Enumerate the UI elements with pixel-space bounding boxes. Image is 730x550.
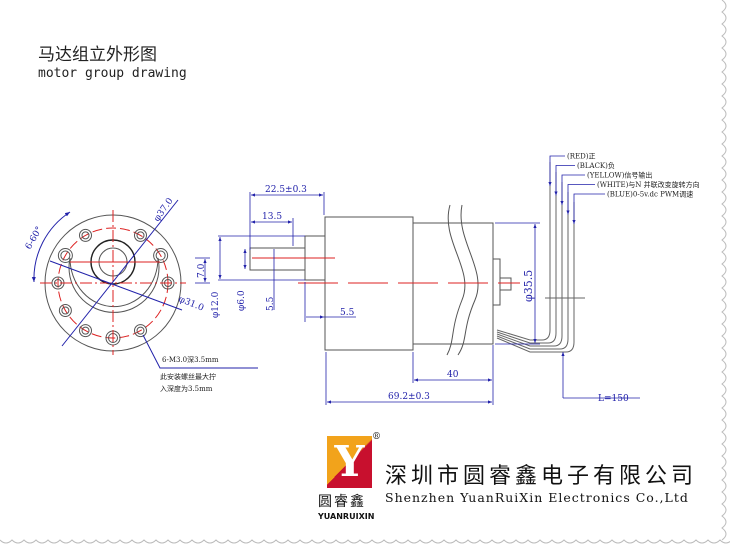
page-subtitle: motor group drawing — [38, 66, 187, 81]
company-name-en: Shenzhen YuanRuiXin Electronics Co.,Ltd — [385, 490, 689, 505]
mount-hole-inner — [136, 231, 145, 240]
front-bolt-dia-label: φ31.0 — [177, 295, 205, 314]
wire-legend: (RED)正(BLACK)负(YELLOW)信号输出(WHITE)与N 并联改变… — [548, 153, 700, 224]
wire-label: (BLUE)0-5v.dc PWM调速 — [607, 190, 693, 199]
collar-length-label: 5.5 — [340, 308, 355, 318]
shaft-dia-label: φ6.0 — [237, 290, 247, 311]
wire-length-label: L=150 — [598, 394, 629, 404]
wire-label: (BLACK)负 — [577, 161, 615, 170]
wire-label-leader — [554, 165, 575, 196]
mount-hole — [134, 228, 147, 242]
mount-hole — [79, 228, 92, 242]
wire — [496, 172, 557, 344]
collar-dia-label: φ12.0 — [211, 291, 221, 318]
wire-label-leader — [560, 174, 585, 205]
screw-note-line1: 此安装螺丝最大拧 — [160, 372, 216, 381]
mount-hole-inner — [155, 250, 166, 261]
company-logo: Y — [327, 436, 372, 488]
front-view — [31, 199, 258, 369]
mount-hole — [79, 324, 92, 338]
mount-hole-inner — [81, 231, 90, 240]
wire — [496, 192, 569, 350]
wire-label-leader — [572, 193, 605, 224]
wire-label-leader — [548, 155, 565, 186]
wire — [496, 162, 551, 341]
mount-hole-inner — [81, 326, 90, 335]
registered-mark: ® — [372, 432, 381, 442]
wire — [496, 182, 563, 347]
side-view — [249, 162, 585, 356]
wire — [496, 202, 575, 353]
wire-label: (YELLOW)信号输出 — [587, 171, 652, 180]
brand-name-cn: 圆睿鑫 — [318, 494, 366, 510]
flat-width-label: 5.5 — [266, 296, 276, 311]
mount-hole — [134, 324, 147, 338]
motor-length-label: 40 — [447, 370, 459, 380]
motor-dia-label: φ35.5 — [522, 270, 535, 302]
total-length-label: 69.2±0.3 — [388, 392, 430, 402]
mount-hole-inner — [136, 326, 145, 335]
brand-name-en: YUANRUIXIN — [318, 512, 375, 521]
mount-hole-inner — [61, 306, 70, 315]
shaft-length-label: 22.5±0.3 — [265, 185, 307, 195]
company-name-cn: 深圳市圆睿鑫电子有限公司 — [385, 464, 698, 489]
offset-label: 7.0 — [197, 263, 207, 278]
wire-label: (RED)正 — [567, 153, 595, 161]
front-outer-dia-label: φ37.0 — [152, 196, 175, 224]
wire-label: (WHITE)与N 并联改变旋转方向 — [597, 180, 700, 189]
wire-label-leader — [566, 184, 595, 215]
page-title: 马达组立外形图 — [38, 45, 157, 65]
flat-length-label: 13.5 — [262, 212, 282, 222]
mount-hole — [58, 304, 72, 317]
screw-spec-label: 6-M3.0深3.5mm — [162, 355, 219, 364]
screw-note-line2: 入深度为3.5mm — [160, 384, 213, 393]
hole-angle-label: 6-60° — [24, 225, 45, 251]
side-dimensions — [195, 192, 640, 405]
mount-hole — [153, 248, 169, 263]
